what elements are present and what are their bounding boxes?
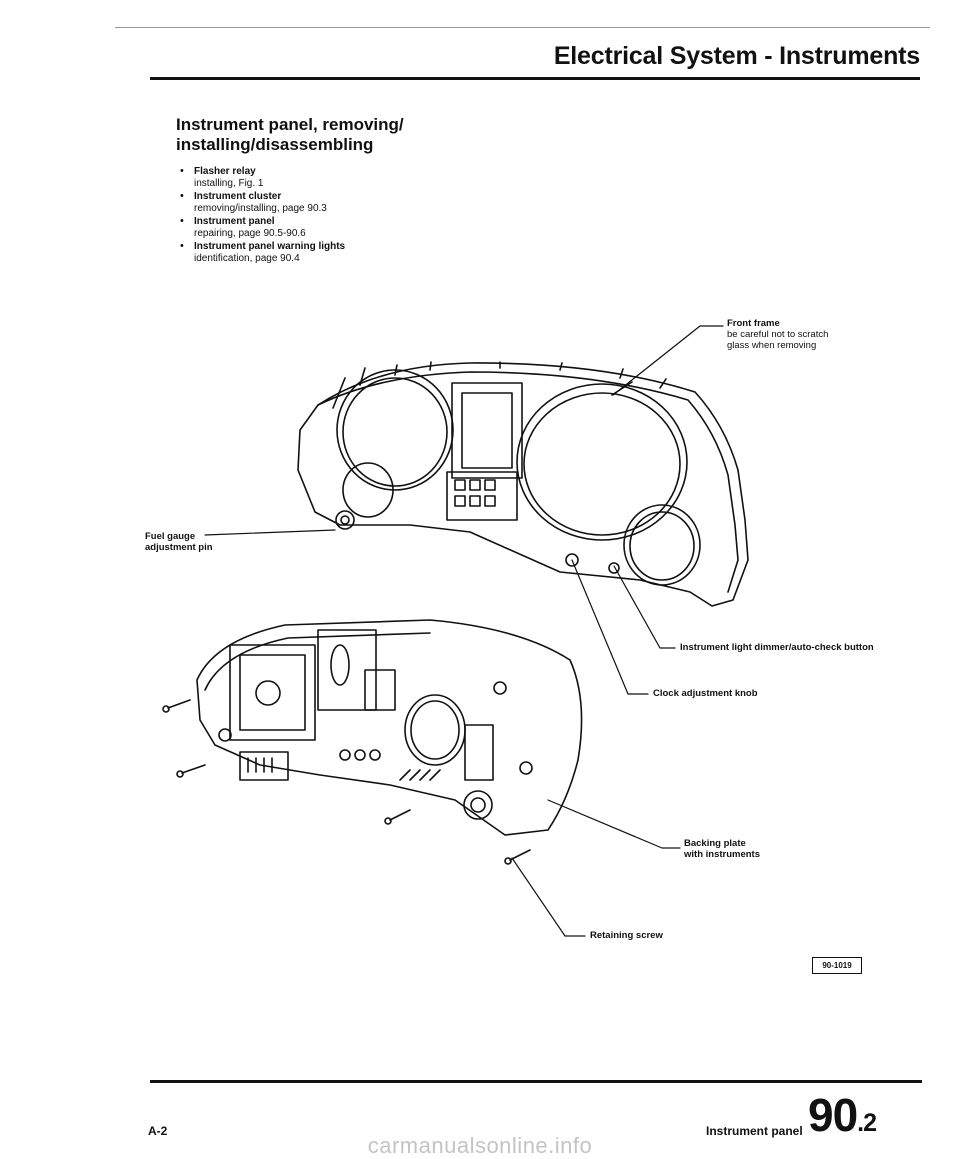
callout-backing-plate-line1: Backing plate bbox=[684, 838, 746, 849]
bullet-item: • Instrument panel warning lights identi… bbox=[180, 240, 346, 264]
bullet-icon: • bbox=[180, 215, 184, 227]
callout-front-frame-line2: glass when removing bbox=[727, 340, 817, 351]
bullet-item: • Instrument cluster removing/installing… bbox=[180, 190, 345, 214]
header-title: Electrical System - Instruments bbox=[553, 42, 920, 70]
bullet-icon: • bbox=[180, 165, 184, 177]
section-title-line2: installing/disassembling bbox=[176, 135, 374, 154]
leader-lines bbox=[204, 325, 724, 937]
bullet-item: • Flasher relay installing, Fig. 1 bbox=[180, 165, 345, 189]
callout-front-frame-line1: be careful not to scratch bbox=[727, 329, 829, 340]
bullet-list: • Flasher relay installing, Fig. 1 • Ins… bbox=[180, 165, 346, 266]
bullet-title: Instrument cluster bbox=[194, 191, 282, 202]
bullet-desc: installing, Fig. 1 bbox=[194, 177, 264, 189]
callout-fuel-gauge: Fuel gauge adjustment pin bbox=[145, 531, 213, 553]
footer-page-number: 90.2 bbox=[808, 1089, 877, 1148]
bullet-icon: • bbox=[180, 240, 184, 252]
backing-plate-drawing bbox=[196, 619, 583, 836]
callout-clock-knob: Clock adjustment knob bbox=[653, 688, 758, 699]
callout-front-frame: Front frame be careful not to scratch gl… bbox=[727, 318, 828, 351]
bullet-desc: removing/installing, page 90.3 bbox=[194, 202, 327, 214]
bullet-title: Flasher relay bbox=[194, 166, 256, 177]
callout-backing-plate-line2: with instruments bbox=[684, 849, 761, 860]
header-rule bbox=[150, 77, 920, 80]
callout-dimmer-button: Instrument light dimmer/auto-check butto… bbox=[680, 642, 874, 653]
bullet-desc: identification, page 90.4 bbox=[194, 252, 300, 264]
callout-fuel-gauge-line2: adjustment pin bbox=[145, 542, 213, 553]
footer-section-label: Instrument panel bbox=[706, 1124, 803, 1138]
footer-page-code: A-2 bbox=[148, 1124, 168, 1138]
callout-fuel-gauge-line1: Fuel gauge bbox=[145, 531, 196, 542]
section-title: Instrument panel, removing/ installing/d… bbox=[176, 115, 404, 155]
section-title-line1: Instrument panel, removing/ bbox=[176, 115, 404, 134]
bullet-item: • Instrument panel repairing, page 90.5-… bbox=[180, 215, 345, 239]
figure-reference: 90-1019 bbox=[812, 957, 862, 974]
bullet-title: Instrument panel warning lights bbox=[194, 241, 346, 252]
bullet-icon: • bbox=[180, 190, 184, 202]
bullet-title: Instrument panel bbox=[194, 216, 275, 227]
callout-front-frame-title: Front frame bbox=[727, 318, 780, 329]
footer-page-number-main: 90 bbox=[808, 1089, 858, 1141]
footer-rule bbox=[150, 1080, 922, 1083]
callout-backing-plate: Backing plate with instruments bbox=[684, 838, 760, 860]
bullet-desc: repairing, page 90.5-90.6 bbox=[194, 227, 306, 239]
retaining-screws-drawing bbox=[162, 699, 531, 865]
front-frame-drawing bbox=[297, 361, 749, 607]
callout-retaining-screw: Retaining screw bbox=[590, 930, 663, 941]
top-rule bbox=[115, 27, 930, 28]
watermark: carmanualsonline.info bbox=[367, 1133, 593, 1158]
footer-page-number-sub: .2 bbox=[857, 1109, 877, 1137]
